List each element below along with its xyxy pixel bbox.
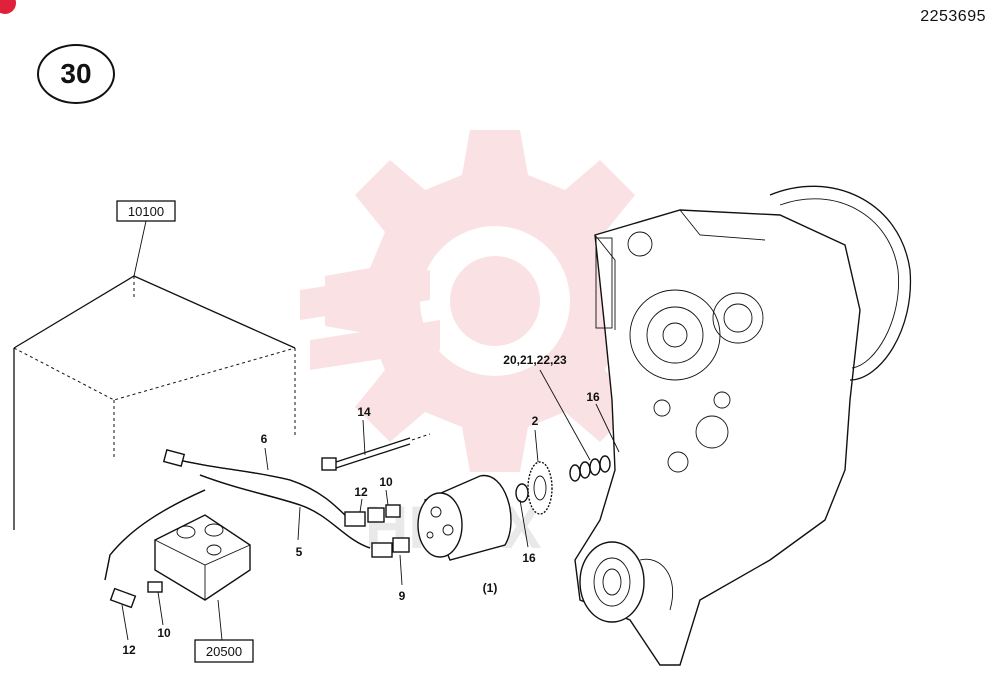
ref-box-10100: 10100	[116, 200, 176, 277]
hose-assemblies	[104, 449, 371, 609]
callout-12-upper: 12	[354, 485, 368, 499]
callout-10-lower: 10	[157, 626, 171, 640]
transmission-housing	[574, 185, 912, 666]
watermark-gear	[300, 130, 665, 472]
valve-block	[154, 514, 251, 641]
callout-12-lower: 12	[122, 643, 136, 657]
callout-16-lower: 16	[522, 551, 536, 565]
corner-marker	[0, 0, 16, 14]
fittings	[344, 504, 410, 558]
gear-2	[515, 461, 553, 515]
tank-outline	[13, 275, 296, 530]
leader-lines	[121, 369, 620, 641]
sequence-number-badge: 30	[37, 44, 115, 104]
bolt-14	[321, 433, 431, 471]
callout-10-upper: 10	[379, 475, 393, 489]
sequence-number: 30	[60, 58, 92, 89]
callout-6: 6	[261, 432, 268, 446]
ref-box-20500: 20500	[194, 639, 254, 663]
callout-14: 14	[357, 405, 371, 419]
callout-16-upper: 16	[586, 390, 600, 404]
callout-9: 9	[399, 589, 406, 603]
ref-20500-label: 20500	[206, 644, 242, 659]
callout-1: (1)	[483, 581, 498, 595]
ref-10100-label: 10100	[128, 204, 164, 219]
callout-5: 5	[296, 545, 303, 559]
callout-2: 2	[532, 414, 539, 428]
callout-20-23: 20,21,22,23	[503, 353, 567, 367]
document-number: 2253695	[920, 8, 986, 25]
pump-unit	[417, 474, 512, 561]
